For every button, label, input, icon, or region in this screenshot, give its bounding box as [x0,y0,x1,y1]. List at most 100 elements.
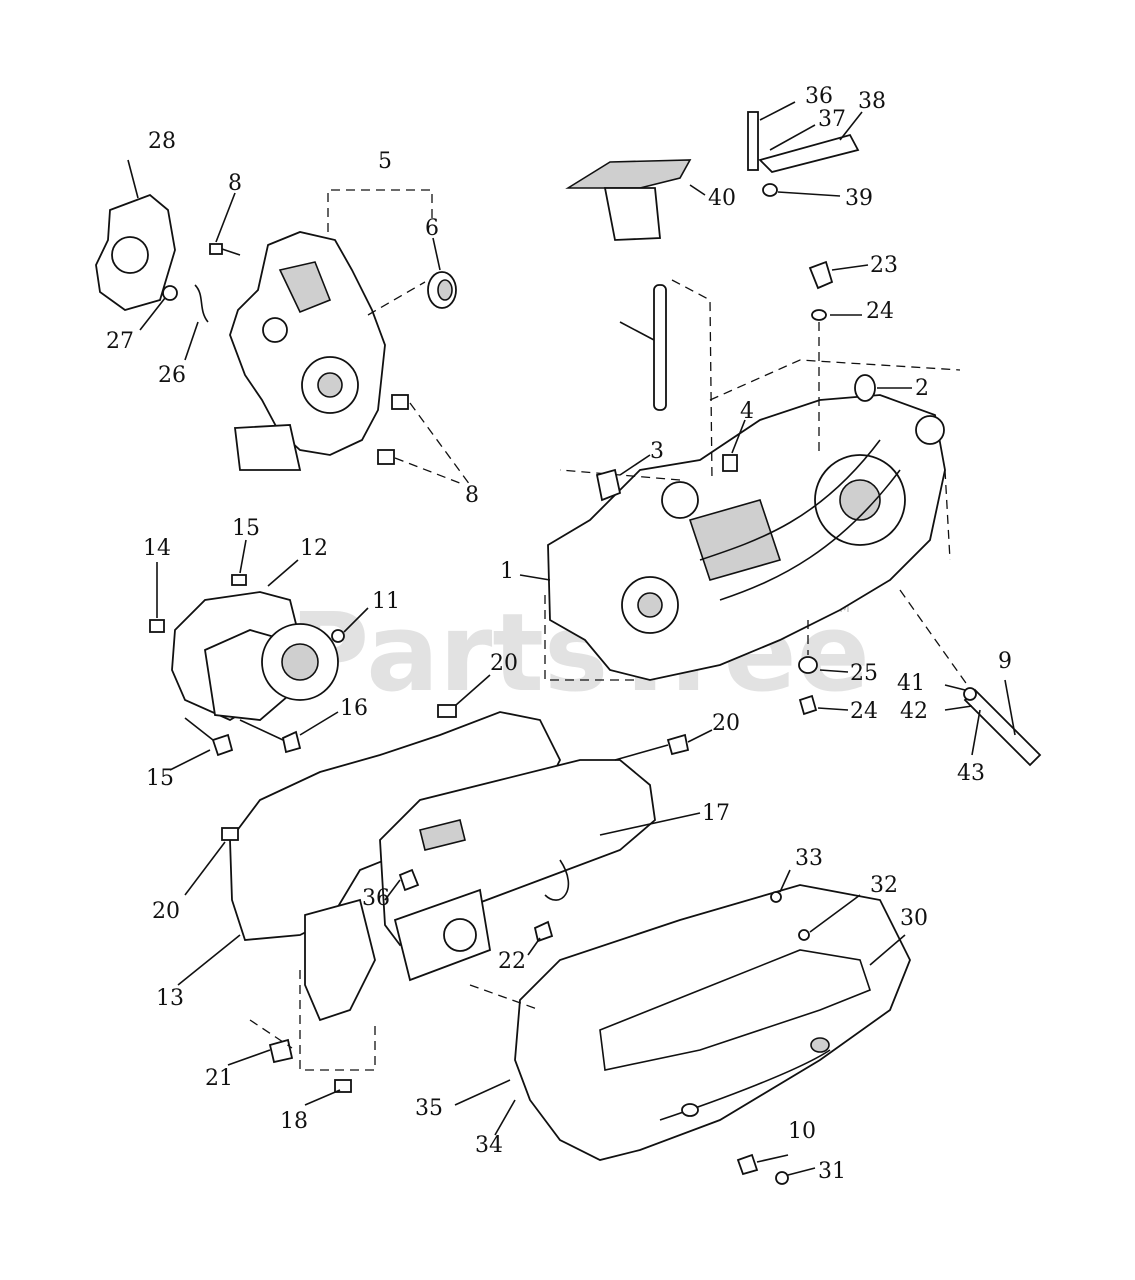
callout-11: 10 [788,1119,816,1144]
bushing-2 [854,374,876,402]
callout-17: 16 [340,696,368,721]
callout-10: 9 [998,649,1012,674]
dowel-8b [377,449,395,465]
leader-18 [599,812,701,836]
dowel-8a [391,394,409,410]
leader-9 [215,192,236,243]
callout-37b: 36 [362,886,390,911]
callout-27: 25 [850,661,878,686]
bolt-21 [666,733,690,756]
leader-20a [455,674,491,706]
dash-shaft [671,279,713,481]
callout-1: 1 [500,559,514,584]
leader-33 [809,894,861,933]
callout-43: 42 [900,699,928,724]
leader-29 [139,297,166,331]
inner-cover-18 [304,759,656,1022]
leader-26 [817,707,849,711]
clip-28 [194,284,209,323]
callout-30: 28 [148,129,176,154]
dowel-19 [334,1079,352,1093]
outer-cover-31 [514,884,911,1161]
sensor-24 [808,260,834,290]
leader-30 [127,159,139,199]
callout-20a: 20 [490,651,518,676]
bolt-37 [747,111,759,171]
callout-39: 38 [858,89,886,114]
leader-31 [869,934,906,966]
callout-14: 13 [156,986,184,1011]
leader-37b [384,879,401,901]
callout-44: 43 [957,761,985,786]
bracket-5 [327,189,433,232]
leader-42 [944,684,966,691]
leader-20b [184,841,226,896]
washer-32 [775,1171,789,1185]
callout-24: 23 [870,253,898,278]
bearing-6 [427,271,457,309]
nut-40 [762,183,778,197]
dowel-20b [221,827,239,841]
leader-44 [971,709,981,756]
leader-3 [619,454,651,476]
leader-12 [343,607,369,633]
callout-13: 12 [300,536,328,561]
leader-1 [519,574,551,581]
leader-24 [831,264,869,271]
leader-35 [494,1099,516,1136]
callout-9: 8 [228,171,242,196]
bolt-37b [398,868,420,892]
cap-15b [231,574,247,586]
dash-5-6 [367,281,426,316]
leader-6 [432,237,441,271]
leader-22 [227,1049,271,1066]
callout-22: 21 [205,1066,233,1091]
callout-28: 26 [158,363,186,388]
callout-20b: 20 [152,899,180,924]
cap-15a [149,619,165,633]
callout-15b: 15 [232,516,260,541]
bolt-9 [209,243,223,255]
callout-6: 6 [425,216,439,241]
bolt-16 [211,733,234,757]
callout-3: 3 [650,439,664,464]
callout-29: 27 [106,329,134,354]
leader-32 [787,1167,816,1176]
bolt-11 [736,1153,759,1176]
callout-4: 4 [740,399,754,424]
leader-21 [687,729,713,743]
drain-bolt-26 [798,694,818,716]
leader-43 [944,705,973,711]
crankcase-right-1 [547,394,946,681]
callout-21: 20 [712,711,740,736]
screw-29 [162,285,178,301]
callout-31: 30 [900,906,928,931]
callout-35: 34 [475,1133,503,1158]
leader-4 [731,419,746,454]
leader-17 [299,711,339,736]
screw-33 [798,929,810,941]
bolt-22 [268,1038,294,1064]
leader-41 [689,184,706,196]
callout-25: 24 [866,299,894,324]
oring-25 [811,309,827,321]
plate-30 [95,193,176,311]
bolt-17 [281,730,302,754]
leader-14 [177,934,241,986]
callout-40: 39 [845,186,873,211]
leader-11 [756,1154,789,1163]
callout-36: 35 [415,1096,443,1121]
leader-23 [527,937,541,956]
callout-16: 15 [146,766,174,791]
callout-37a: 36 [805,84,833,109]
plate-39 [758,133,860,173]
leader-10 [1004,679,1016,736]
leader-34 [779,869,791,893]
leader-27 [819,669,849,673]
bracket-19 [299,970,376,1071]
leader-19 [304,1089,341,1106]
leader-13 [267,559,299,587]
callout-32: 31 [818,1159,846,1184]
